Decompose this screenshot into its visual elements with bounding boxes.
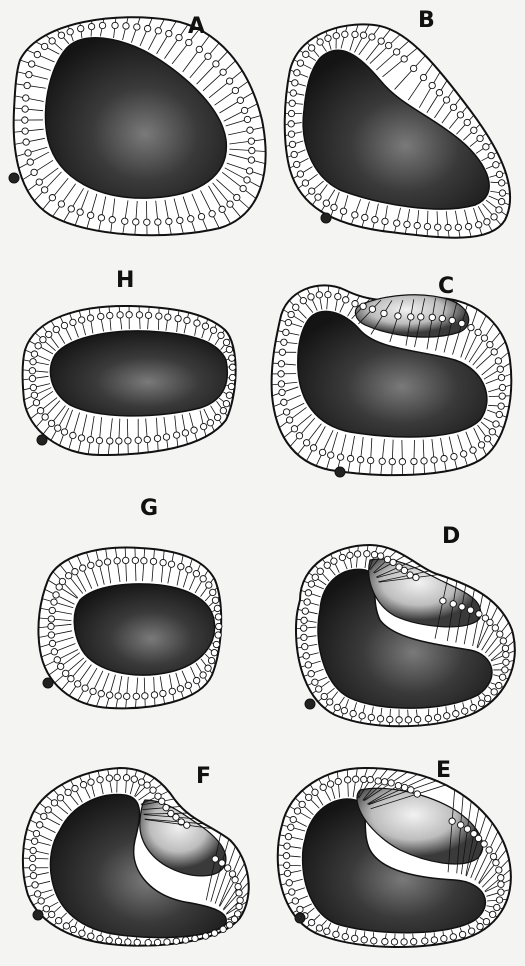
panel-label-g: G — [140, 496, 158, 521]
section-a — [9, 17, 266, 235]
panel-label-a: A — [188, 14, 205, 39]
section-f — [23, 768, 249, 946]
panel-label-c: C — [438, 274, 454, 299]
panel-label-e: E — [436, 758, 451, 783]
section-h — [23, 306, 236, 455]
panel-label-b: B — [418, 8, 435, 33]
section-e — [278, 768, 511, 947]
section-c — [272, 285, 512, 477]
panel-label-d: D — [442, 524, 460, 549]
section-d — [296, 545, 515, 726]
panel-label-f: F — [196, 764, 211, 789]
section-g — [38, 547, 222, 708]
section-b — [285, 24, 510, 237]
panel-label-h: H — [116, 268, 134, 293]
